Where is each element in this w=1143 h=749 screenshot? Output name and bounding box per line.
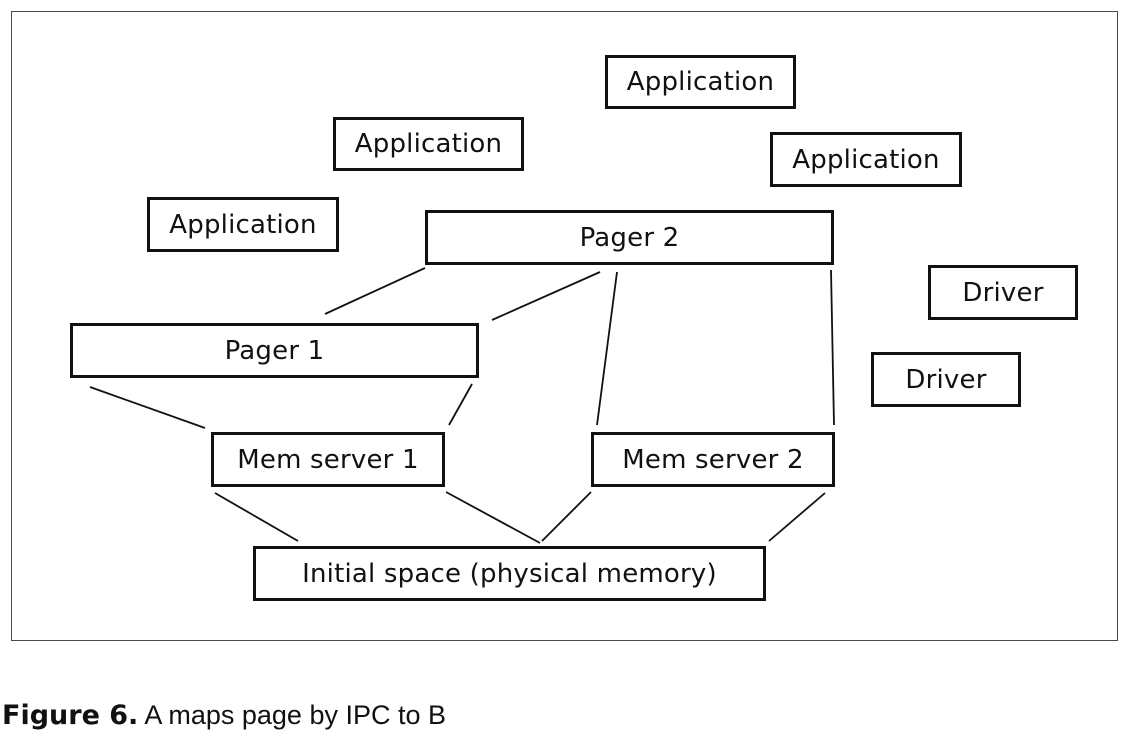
- edge-pager1-mem1-left: [89, 386, 206, 429]
- node-application-upper-left: Application: [333, 117, 524, 171]
- edge-pager2-mem2-left: [596, 271, 618, 426]
- diagram-frame: [11, 11, 1118, 641]
- node-application-top: Application: [605, 55, 796, 109]
- node-initial-space: Initial space (physical memory): [253, 546, 766, 601]
- edge-pager2-pager1-right: [491, 271, 601, 321]
- edge-pager2-pager1-left: [324, 267, 426, 315]
- edge-pager1-mem1-right: [448, 383, 473, 426]
- edge-pager2-mem2-right: [830, 269, 835, 426]
- edge-mem1-initial-right: [445, 491, 541, 544]
- edge-mem2-initial-right: [768, 492, 826, 542]
- node-mem-server-1: Mem server 1: [211, 432, 445, 487]
- figure-caption-text: A maps page by IPC to B: [138, 700, 447, 730]
- node-application-upper-right: Application: [770, 132, 962, 187]
- node-pager-2: Pager 2: [425, 210, 834, 265]
- edge-mem2-initial-left: [541, 491, 592, 542]
- node-mem-server-2: Mem server 2: [591, 432, 835, 487]
- node-driver-lower: Driver: [871, 352, 1021, 407]
- node-driver-upper: Driver: [928, 265, 1078, 320]
- node-application-left: Application: [147, 197, 339, 252]
- figure-caption: Figure 6. A maps page by IPC to B: [2, 700, 446, 731]
- figure-caption-label: Figure 6.: [2, 700, 139, 731]
- node-pager-1: Pager 1: [70, 323, 479, 378]
- edge-mem1-initial-left: [214, 492, 299, 542]
